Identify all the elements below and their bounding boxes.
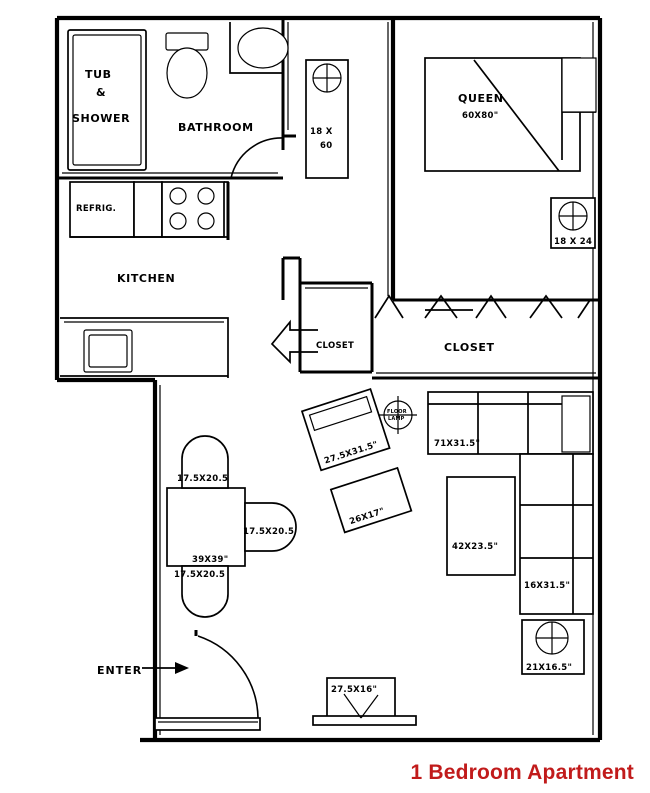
dresser-tall-furniture: 18 X 60 — [305, 59, 349, 179]
entry-door — [154, 630, 261, 731]
coffee-table-label: 42X23.5" — [452, 542, 498, 552]
entrance-annotation: ENTER — [97, 662, 189, 677]
bedroom-area — [387, 18, 600, 302]
shower-label: SHOWER — [72, 112, 130, 125]
dining-chair-right-label: 17.5X20.5 — [243, 527, 294, 537]
kitchen-label: KITCHEN — [117, 272, 175, 285]
floor-lamp-fixture: FLOOR LAMP — [379, 396, 417, 434]
armchair-upper-furniture: 27.5X31.5" — [300, 387, 391, 472]
side-table-bottom-furniture: 21X16.5" — [521, 619, 585, 675]
tub-shower-fixture: TUB & SHOWER — [67, 29, 147, 171]
bathroom-sink-vanity — [229, 22, 289, 74]
sofa-side-label: 16X31.5" — [524, 581, 570, 591]
nightstand-furniture: 18 X 24 — [550, 197, 596, 249]
nightstand-label: 18 X 24 — [554, 237, 592, 247]
dining-chair-bottom-label: 17.5X20.5 — [174, 570, 225, 580]
refrigerator-label: REFRIG. — [76, 204, 116, 214]
tv-console-furniture: 27.5X16" — [312, 677, 417, 726]
dining-table-label: 39X39" — [192, 555, 228, 565]
sofa-long-label: 71X31.5" — [434, 439, 480, 449]
dresser-tall-label-2: 60 — [320, 141, 332, 151]
bathroom-label: BATHROOM — [178, 121, 254, 134]
floor-lamp-label-1: FLOOR — [387, 409, 407, 415]
closet-small-area: CLOSET — [270, 281, 374, 374]
dresser-tall-label-1: 18 X — [310, 127, 333, 137]
enter-label: ENTER — [97, 664, 142, 677]
coffee-table-furniture: 42X23.5" — [446, 476, 516, 576]
ottoman-lower-furniture: 26X17" — [329, 466, 413, 534]
bed-queen-furniture: QUEEN 60X80" — [424, 57, 597, 172]
floor-lamp-label-2: LAMP — [388, 416, 405, 422]
toilet-fixture — [165, 32, 209, 99]
hall-partitions — [281, 256, 302, 300]
side-table-bottom-label: 21X16.5" — [526, 663, 572, 673]
sofa-side-furniture: 16X31.5" — [519, 453, 594, 615]
tub-amp-label: & — [96, 86, 106, 99]
plan-title-bar: 1 Bedroom Apartment — [0, 761, 650, 785]
dining-chair-top-label: 17.5X20.5 — [177, 474, 228, 484]
sofa-long-furniture: 71X31.5" — [427, 391, 594, 455]
dining-set: 39X39" 17.5X20.5 17.5X20.5 17.5X20.5 — [166, 435, 297, 618]
kitchen-area: REFRIG. KITCHEN — [60, 181, 230, 378]
closet-large-label: CLOSET — [444, 341, 495, 354]
tv-console-label: 27.5X16" — [331, 685, 377, 695]
closet-small-label: CLOSET — [316, 341, 354, 351]
closet-large-area: CLOSET — [372, 294, 600, 380]
bed-queen-label-1: QUEEN — [458, 92, 504, 105]
page-title: 1 Bedroom Apartment — [410, 761, 634, 784]
bed-queen-label-2: 60X80" — [462, 111, 498, 121]
bathroom-area — [57, 18, 296, 180]
tub-label: TUB — [85, 68, 112, 81]
